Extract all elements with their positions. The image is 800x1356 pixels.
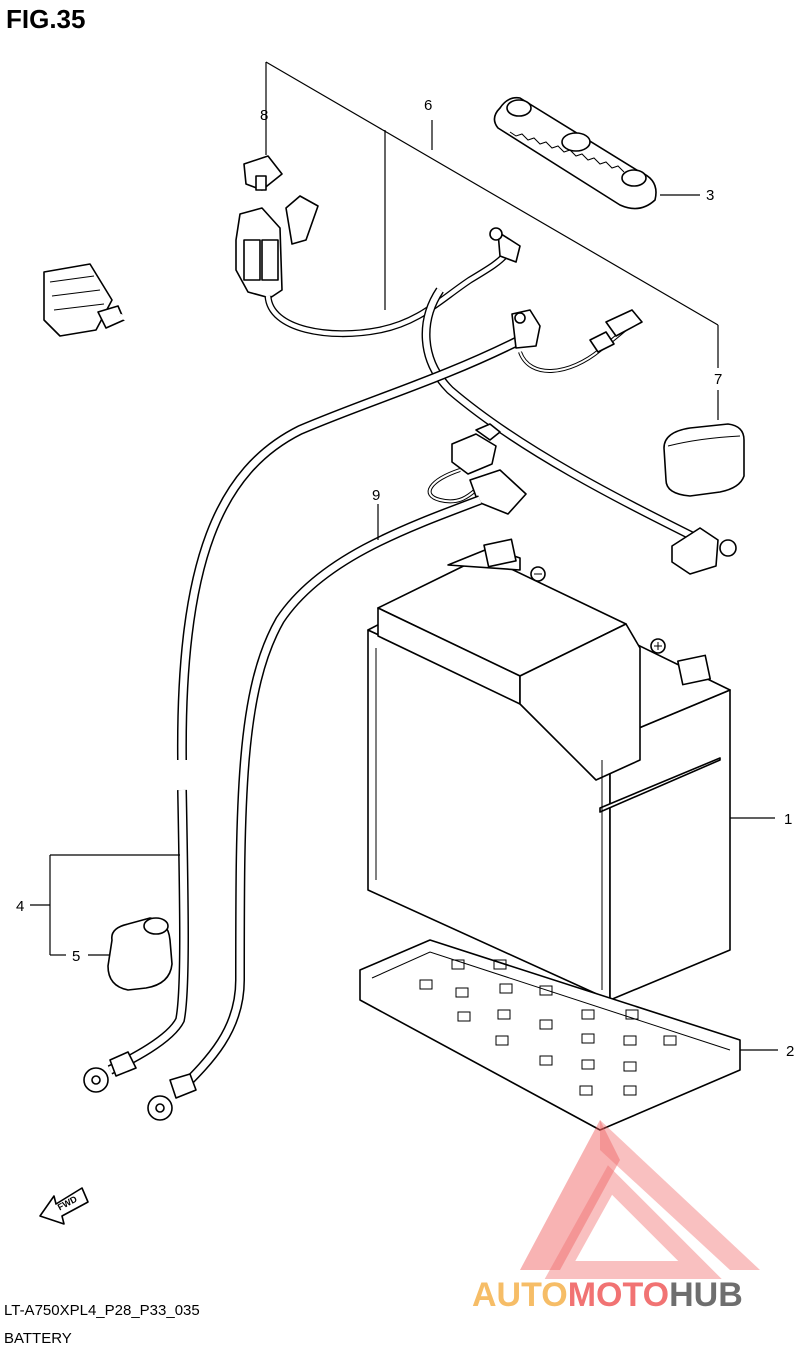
diagram-code: LT-A750XPL4_P28_P33_035 (4, 1302, 200, 1319)
diagram-caption: BATTERY (4, 1330, 72, 1347)
callout-8: 8 (260, 107, 268, 124)
part-4-positive-cable (83, 772, 190, 1093)
part-1-battery (367, 538, 775, 1001)
callout-3: 3 (706, 187, 714, 204)
callout-6: 6 (424, 97, 432, 114)
part-6-wiring-harness (43, 227, 737, 761)
callout-9: 9 (372, 487, 380, 504)
part-9-battery-cable (147, 423, 527, 1121)
watermark-text: AUTOMOTOHUB (472, 1276, 743, 1314)
callout-5: 5 (72, 948, 80, 965)
figure-title: FIG.35 (6, 4, 86, 34)
callout-7: 7 (714, 371, 722, 388)
watermark-part-2: MOTO (568, 1276, 669, 1314)
part-2-battery-tray (359, 939, 778, 1131)
part-7-terminal-cover (663, 423, 745, 497)
leader-group-4-5 (30, 854, 180, 956)
part-8-fuse (235, 155, 319, 299)
callout-2: 2 (786, 1043, 794, 1060)
fwd-direction-arrow: FWD (39, 1187, 89, 1225)
callout-4: 4 (16, 898, 24, 915)
watermark-part-3: HUB (669, 1276, 743, 1314)
part-3-rubber-cushion (493, 96, 700, 210)
watermark-logo: AUTOMOTOHUB (472, 1120, 760, 1314)
callout-1: 1 (784, 811, 792, 828)
leader-group-6-8 (265, 61, 719, 420)
watermark-part-1: AUTO (472, 1276, 568, 1314)
part-5-terminal-cap (107, 917, 173, 991)
